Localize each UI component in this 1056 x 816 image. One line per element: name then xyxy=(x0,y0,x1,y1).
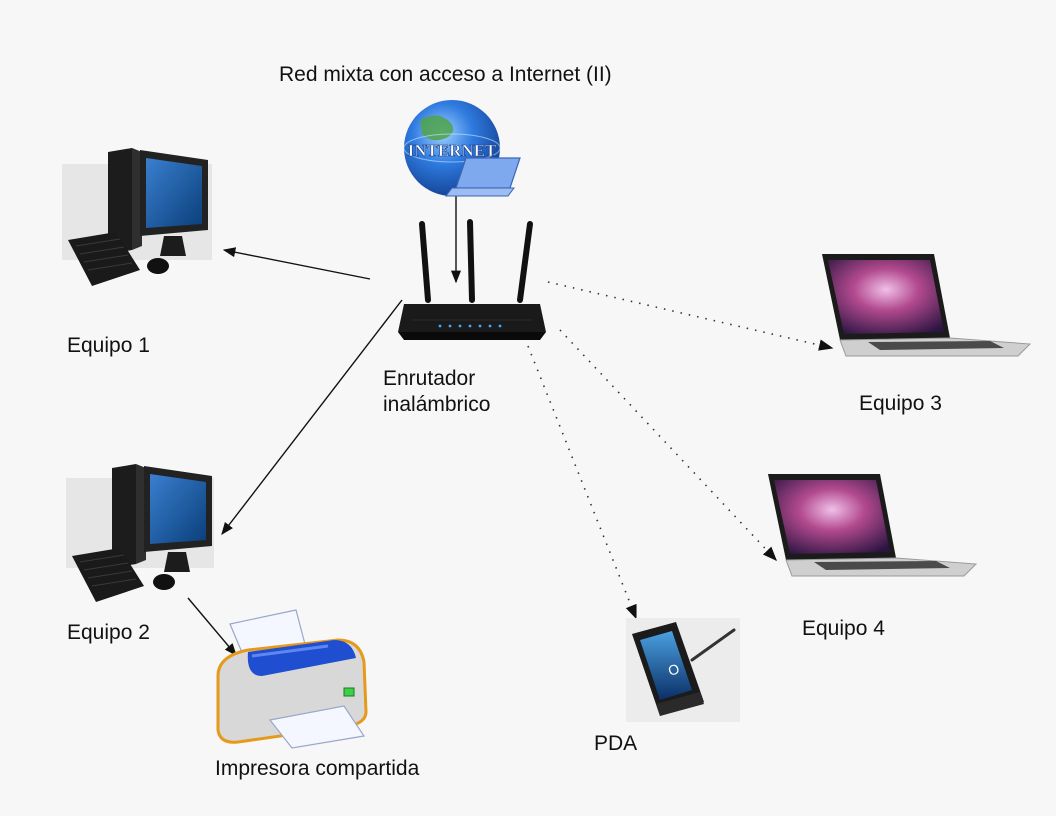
equipo2-desktop-icon xyxy=(66,464,214,602)
wireless-router-icon xyxy=(398,219,546,340)
equipo3-laptop-icon xyxy=(822,254,1032,357)
link-equipo2-printer xyxy=(187,597,237,656)
equipo2-label: Equipo 2 xyxy=(67,621,150,644)
router-label-line2: inalámbrico xyxy=(383,393,491,417)
internet-laptop-icon xyxy=(445,157,521,197)
wireless-link-equipo3 xyxy=(547,281,834,351)
internet-text: INTERNET xyxy=(408,141,497,160)
internet-globe-icon: INTERNET xyxy=(403,100,521,197)
shared-printer-icon xyxy=(216,609,368,749)
equipo1-label: Equipo 1 xyxy=(67,334,150,357)
printer-label: Impresora compartida xyxy=(215,757,420,780)
equipo1-desktop-icon xyxy=(62,148,212,286)
pda-label: PDA xyxy=(594,732,638,755)
equipo3-label: Equipo 3 xyxy=(859,392,942,415)
link-router-equipo1 xyxy=(222,247,371,280)
pda-icon: O xyxy=(626,618,740,722)
wireless-link-pda xyxy=(527,345,637,620)
svg-text:O: O xyxy=(666,660,681,679)
diagram-title: Red mixta con acceso a Internet (II) xyxy=(279,63,612,86)
router-label-line1: Enrutador xyxy=(383,367,476,390)
equipo4-label: Equipo 4 xyxy=(802,617,885,640)
link-router-equipo2 xyxy=(221,299,403,535)
wireless-link-equipo4 xyxy=(559,329,777,562)
equipo4-laptop-icon xyxy=(768,474,978,577)
router-label: Enrutador inalámbrico xyxy=(383,366,490,419)
connections xyxy=(187,196,834,656)
